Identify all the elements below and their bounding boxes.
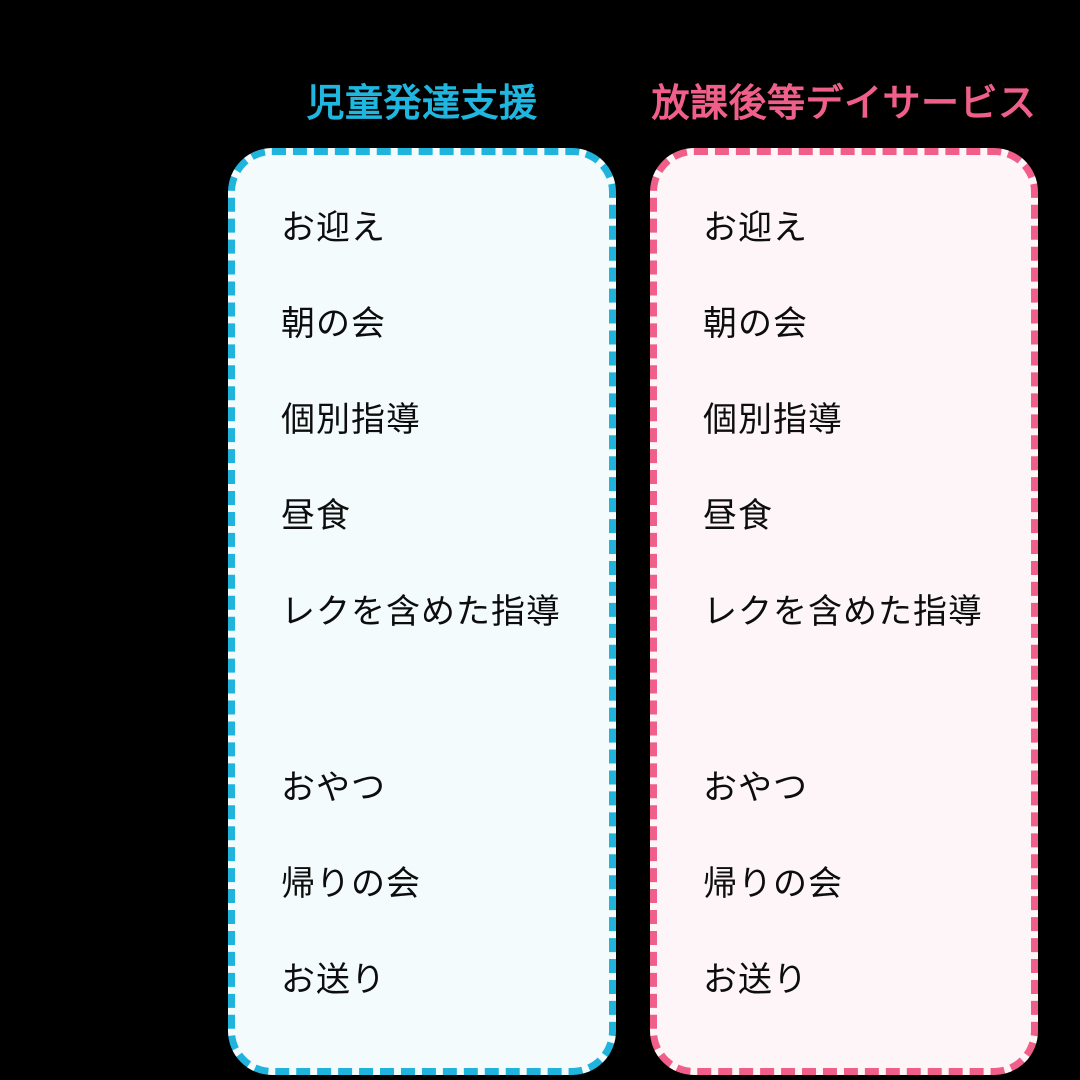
list-item: レクを含めた指導 xyxy=(703,592,983,632)
card-child-development-support: お迎え朝の会個別指導昼食レクを含めた指導おやつ帰りの会お送り xyxy=(228,148,616,1075)
column-after-school-day-service: 放課後等デイサービス お迎え朝の会個別指導昼食レクを含めた指導おやつ帰りの会お送… xyxy=(646,0,1042,1080)
list-item: お迎え xyxy=(281,208,386,248)
list-item: 個別指導 xyxy=(281,400,421,440)
card-after-school-day-service: お迎え朝の会個別指導昼食レクを含めた指導おやつ帰りの会お送り xyxy=(650,148,1038,1075)
schedule-list-child-development-support: お迎え朝の会個別指導昼食レクを含めた指導おやつ帰りの会お送り xyxy=(235,155,609,997)
list-item: おやつ xyxy=(703,768,808,808)
schedule-list-after-school-day-service: お迎え朝の会個別指導昼食レクを含めた指導おやつ帰りの会お送り xyxy=(657,155,1031,997)
list-item: お送り xyxy=(281,960,386,1000)
column-title-child-development-support: 児童発達支援 xyxy=(306,81,538,125)
list-item: お送り xyxy=(703,960,808,1000)
list-item: 帰りの会 xyxy=(703,864,843,904)
column-child-development-support: 児童発達支援 お迎え朝の会個別指導昼食レクを含めた指導おやつ帰りの会お送り xyxy=(224,0,620,1080)
list-item: お迎え xyxy=(703,208,808,248)
list-item: 個別指導 xyxy=(703,400,843,440)
list-item: 昼食 xyxy=(281,496,351,536)
column-title-after-school-day-service: 放課後等デイサービス xyxy=(651,81,1037,125)
list-item: 帰りの会 xyxy=(281,864,421,904)
list-item: 昼食 xyxy=(703,496,773,536)
list-item: おやつ xyxy=(281,768,386,808)
list-item: 朝の会 xyxy=(281,304,386,344)
list-item: レクを含めた指導 xyxy=(281,592,561,632)
list-item: 朝の会 xyxy=(703,304,808,344)
